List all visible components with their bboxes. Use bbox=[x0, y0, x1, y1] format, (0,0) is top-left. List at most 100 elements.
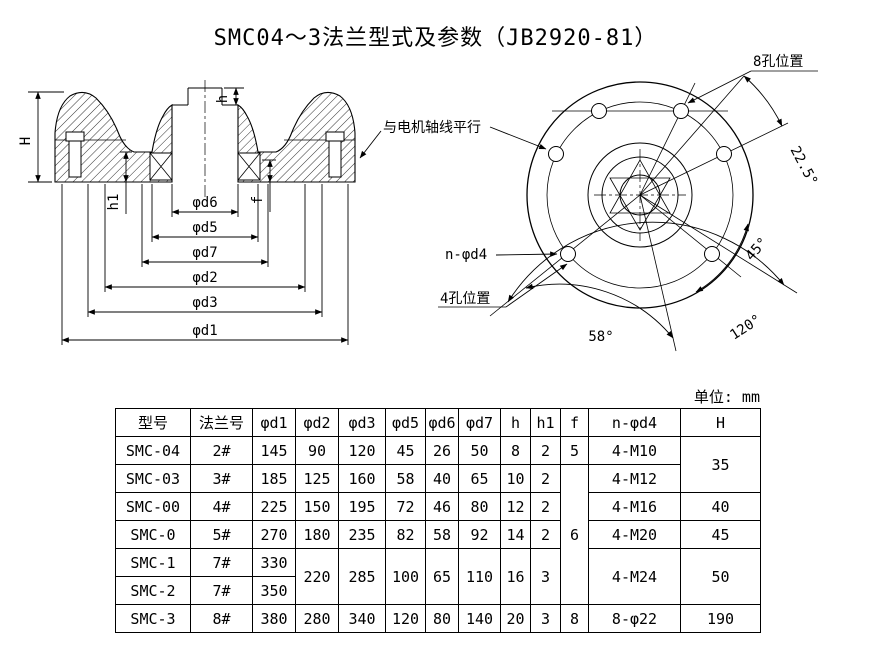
table-cell: 4# bbox=[190, 492, 253, 521]
table-cell: 82 bbox=[385, 520, 426, 549]
bolt-hole bbox=[591, 103, 607, 119]
table-cell: 3 bbox=[530, 548, 561, 605]
dim-label-H: H bbox=[18, 137, 34, 145]
table-cell: SMC-00 bbox=[115, 492, 191, 521]
bore-notch bbox=[172, 87, 238, 106]
dimension-h1: h1 bbox=[106, 151, 132, 214]
callout-n-d4: n-φd4 bbox=[445, 247, 558, 263]
col-header-H: H bbox=[680, 408, 761, 437]
table-row: SMC-04 2# 145 90 120 45 26 50 8 2 5 4-M1… bbox=[115, 436, 761, 493]
col-header-h: h bbox=[500, 408, 531, 437]
table-cell: 58 bbox=[385, 464, 426, 493]
technical-drawing: H h h1 f bbox=[18, 54, 823, 352]
dimension-d6: φd6 bbox=[171, 184, 239, 217]
table-cell: 50 bbox=[680, 548, 761, 605]
table-row: SMC-3 8# 380 280 340 120 80 140 20 3 8 8… bbox=[115, 604, 761, 633]
table-cell: 185 bbox=[252, 464, 296, 493]
bearing-right bbox=[237, 152, 261, 181]
col-header-d5: φd5 bbox=[385, 408, 426, 437]
table-cell: SMC-3 bbox=[115, 604, 191, 633]
bolt-hole bbox=[716, 146, 732, 162]
bearing-left bbox=[149, 152, 173, 181]
table-cell: SMC-04 bbox=[115, 436, 191, 465]
col-header-d6: φd6 bbox=[425, 408, 459, 437]
table-cell: SMC-03 bbox=[115, 464, 191, 493]
table-cell: 4-M24 bbox=[588, 548, 681, 605]
table-cell: 50 bbox=[458, 436, 501, 465]
table-cell: 280 bbox=[295, 604, 339, 633]
right-view: 22.5° 45° 58° 120° 8孔位置 bbox=[359, 54, 823, 352]
table-cell: 5 bbox=[560, 436, 589, 465]
bolt-hole bbox=[560, 246, 576, 262]
dim-label-d7: φd7 bbox=[192, 245, 217, 261]
table-cell: 40 bbox=[425, 464, 459, 493]
table-cell: 58 bbox=[425, 520, 459, 549]
table-cell: 26 bbox=[425, 436, 459, 465]
table-header-row: 型号 法兰号 φd1 φd2 φd3 φd5 φd6 φd7 h h1 f n-… bbox=[115, 408, 761, 437]
col-header-d3: φd3 bbox=[338, 408, 386, 437]
col-header-f: f bbox=[560, 408, 589, 437]
dim-label-d2: φd2 bbox=[192, 270, 217, 286]
bolt-section-left bbox=[65, 131, 85, 178]
col-header-model: 型号 bbox=[115, 408, 191, 437]
bolt-section-right bbox=[325, 131, 345, 178]
table-row: SMC-0 5# 270 180 235 82 58 92 14 2 4-M20… bbox=[115, 520, 761, 549]
col-header-d2: φd2 bbox=[295, 408, 339, 437]
table-cell: 45 bbox=[680, 520, 761, 549]
table-cell: 92 bbox=[458, 520, 501, 549]
table-cell: 180 bbox=[295, 520, 339, 549]
dimension-d1: φd1 bbox=[61, 184, 349, 345]
spigot-circle bbox=[587, 142, 693, 248]
angle-label-225: 22.5° bbox=[787, 144, 821, 189]
dimension-d2: φd2 bbox=[104, 184, 306, 292]
table-cell: 125 bbox=[295, 464, 339, 493]
table-row: SMC-00 4# 225 150 195 72 46 80 12 2 4-M1… bbox=[115, 492, 761, 521]
table-cell: 65 bbox=[458, 464, 501, 493]
bolt-hole bbox=[673, 103, 689, 119]
table-cell: 80 bbox=[425, 604, 459, 633]
table-cell: 270 bbox=[252, 520, 296, 549]
table-cell: 45 bbox=[385, 436, 426, 465]
col-header-flange: 法兰号 bbox=[190, 408, 253, 437]
page-title: SMC04～3法兰型式及参数（JB2920-81） bbox=[213, 26, 658, 51]
table-cell: SMC-2 bbox=[115, 576, 191, 605]
table-cell: 145 bbox=[252, 436, 296, 465]
callout-4-holes: 4孔位置 bbox=[438, 263, 568, 308]
table-cell: 72 bbox=[385, 492, 426, 521]
bolt-hole bbox=[548, 146, 564, 162]
table-cell: 4-M10 bbox=[588, 436, 681, 465]
table-cell: SMC-0 bbox=[115, 520, 191, 549]
section-body-left bbox=[54, 91, 173, 183]
table-cell: 4-M16 bbox=[588, 492, 681, 521]
table-cell: 4-M20 bbox=[588, 520, 681, 549]
table-row: SMC-03 3# 185 125 160 58 40 65 10 2 6 4-… bbox=[115, 464, 761, 605]
table-cell: 20 bbox=[500, 604, 531, 633]
table-cell: 40 bbox=[680, 492, 761, 521]
col-header-d7: φd7 bbox=[458, 408, 501, 437]
table-cell: 6 bbox=[560, 464, 589, 605]
table-cell: 5# bbox=[190, 520, 253, 549]
table-cell: 195 bbox=[338, 492, 386, 521]
table-row: SMC-2 7# 350 bbox=[115, 576, 761, 605]
table-cell: 225 bbox=[252, 492, 296, 521]
table-cell: 7# bbox=[190, 576, 253, 605]
table-cell: 340 bbox=[338, 604, 386, 633]
table-cell: 8 bbox=[560, 604, 589, 633]
table-cell: 8# bbox=[190, 604, 253, 633]
col-header-d1: φd1 bbox=[252, 408, 296, 437]
table-cell: 90 bbox=[295, 436, 339, 465]
table-cell: 10 bbox=[500, 464, 531, 493]
table-cell: 2 bbox=[530, 464, 561, 493]
table-cell: 3 bbox=[530, 604, 561, 633]
angle-dim-225: 22.5° bbox=[743, 75, 823, 191]
dim-label-h: h bbox=[215, 95, 231, 103]
label-8-holes: 8孔位置 bbox=[753, 54, 803, 70]
table-cell: 4-M12 bbox=[588, 464, 681, 493]
table-cell: 14 bbox=[500, 520, 531, 549]
table-cell: 350 bbox=[252, 576, 296, 605]
dim-label-d6: φd6 bbox=[192, 195, 217, 211]
table-cell: 8-φ22 bbox=[588, 604, 681, 633]
table-cell: 46 bbox=[425, 492, 459, 521]
table-cell: 235 bbox=[338, 520, 386, 549]
label-4-holes: 4孔位置 bbox=[440, 291, 490, 307]
